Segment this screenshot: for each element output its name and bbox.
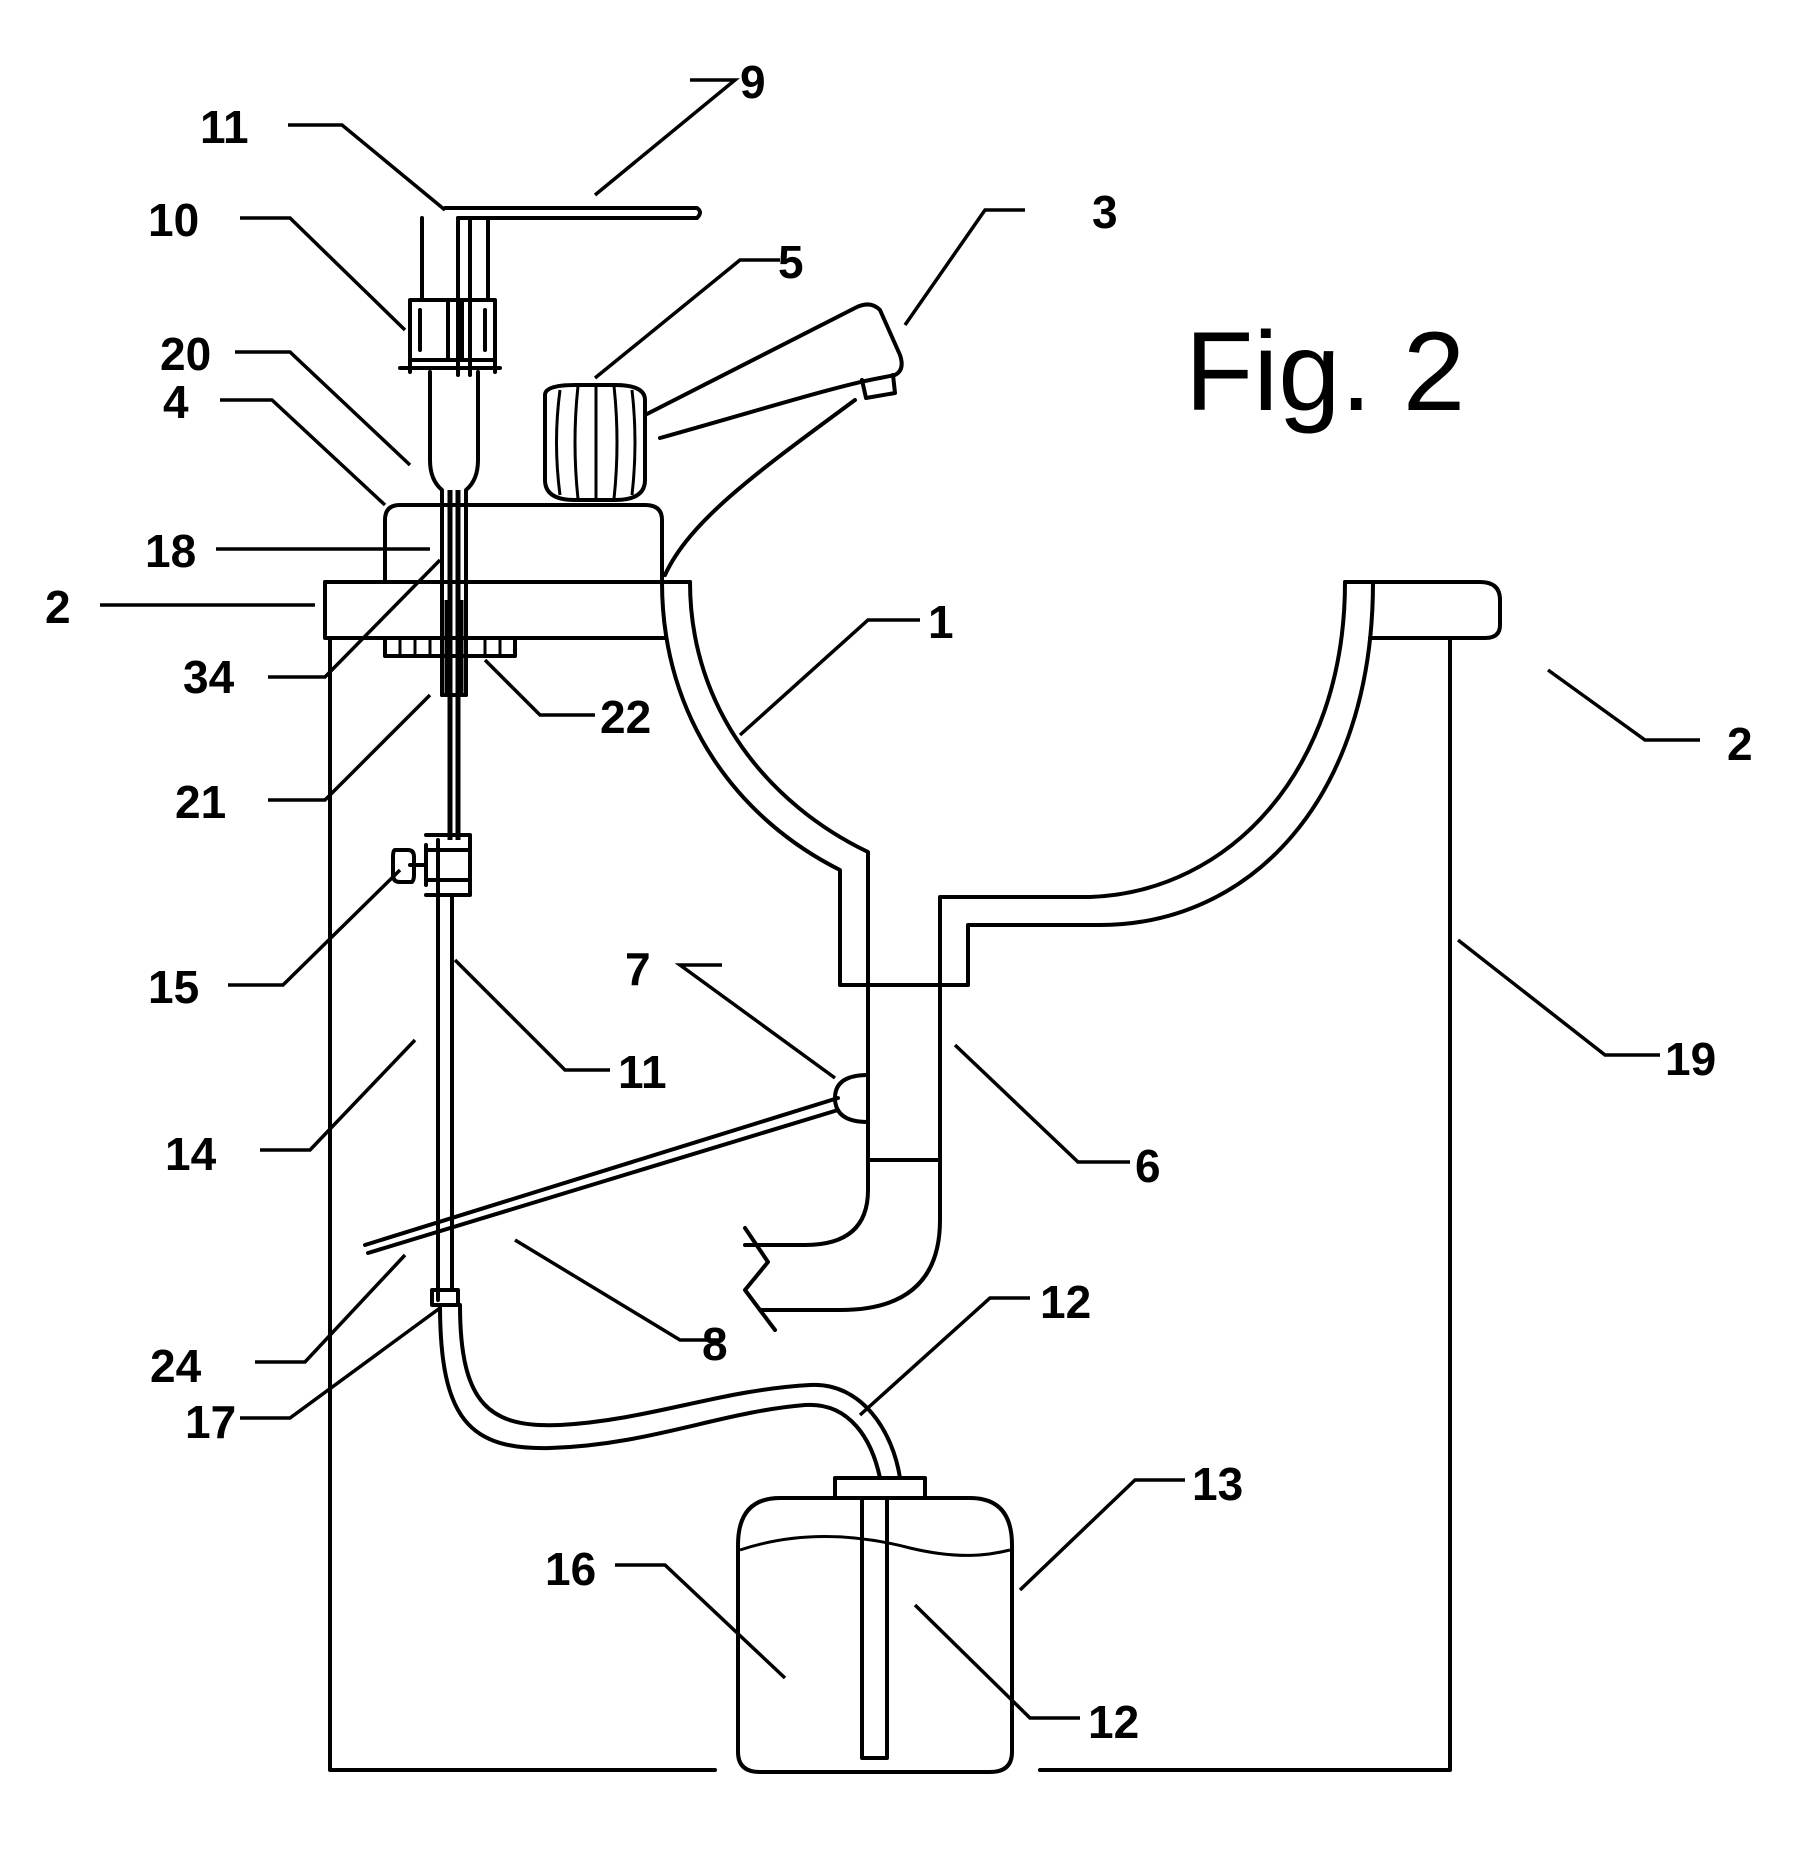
label-6: 6 — [1135, 1140, 1161, 1192]
label-8: 8 — [702, 1318, 728, 1370]
reservoir-bottle — [738, 1478, 1012, 1772]
faucet-spout — [645, 304, 902, 575]
label-9: 9 — [740, 56, 766, 108]
label-13: 13 — [1192, 1458, 1243, 1510]
label-21: 21 — [175, 776, 226, 828]
label-19: 19 — [1665, 1033, 1716, 1085]
dispenser-head — [400, 208, 700, 505]
label-11-top: 11 — [200, 101, 249, 153]
faucet-handle — [545, 385, 645, 500]
label-22: 22 — [600, 691, 651, 743]
pop-up-pivot — [365, 1075, 868, 1253]
pump-rods — [442, 490, 466, 840]
drain-pipe — [745, 985, 940, 1330]
label-2-left: 2 — [45, 581, 71, 633]
label-11-mid: 11 — [618, 1046, 667, 1098]
label-17: 17 — [185, 1396, 236, 1448]
label-10: 10 — [148, 194, 199, 246]
label-5: 5 — [778, 236, 804, 288]
label-34: 34 — [183, 651, 235, 703]
label-16: 16 — [545, 1543, 596, 1595]
label-3: 3 — [1092, 186, 1118, 238]
label-20: 20 — [160, 328, 211, 380]
label-2-right: 2 — [1727, 718, 1753, 770]
faucet-base — [385, 505, 662, 582]
label-15: 15 — [148, 961, 199, 1013]
label-7: 7 — [625, 943, 651, 995]
sink-basin — [662, 582, 1373, 985]
label-24: 24 — [150, 1340, 202, 1392]
reference-numerals: 9 11 10 3 5 20 4 18 2 34 22 1 2 21 15 7 … — [45, 56, 1753, 1748]
label-12-top: 12 — [1040, 1276, 1091, 1328]
label-18: 18 — [145, 525, 196, 577]
label-1: 1 — [928, 596, 954, 648]
label-12-bottom: 12 — [1088, 1696, 1139, 1748]
supply-hose — [440, 1305, 900, 1478]
label-4: 4 — [163, 376, 189, 428]
countertop — [325, 582, 1500, 638]
figure-title: Fig. 2 — [1185, 309, 1465, 434]
label-14: 14 — [165, 1128, 217, 1180]
